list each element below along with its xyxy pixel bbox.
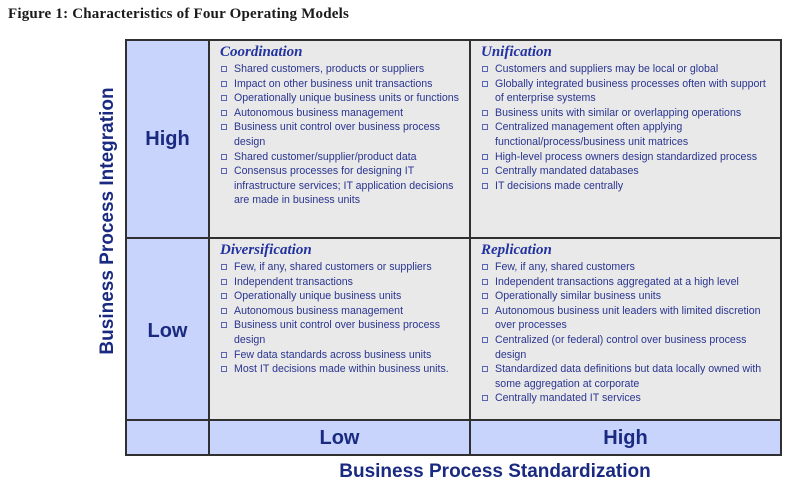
quadrant-title: Diversification — [220, 242, 312, 258]
characteristics-list: Few, if any, shared customers Independen… — [481, 260, 772, 406]
list-item: Autonomous business unit leaders with li… — [481, 304, 772, 333]
list-item: Centralized management often applying fu… — [481, 120, 772, 149]
list-item: Shared customer/supplier/product data — [220, 150, 461, 165]
grid-line-horizontal-middle — [127, 237, 780, 239]
list-item: Centralized (or federal) control over bu… — [481, 333, 772, 362]
grid-line-vertical-middle — [469, 41, 471, 454]
list-item: Operationally unique business units — [220, 289, 461, 304]
row-label-high: High — [145, 128, 190, 150]
y-axis-label: Business Process Integration — [97, 87, 118, 355]
list-item: Independent transactions — [220, 275, 461, 290]
list-item: Impact on other business unit transactio… — [220, 77, 461, 92]
list-item: High-level process owners design standar… — [481, 150, 772, 165]
operating-model-matrix: High Low Coordination Shared customers, … — [125, 39, 782, 456]
quadrant-unification: Unification Customers and suppliers may … — [471, 41, 780, 237]
col-label-high: High — [603, 427, 648, 449]
list-item: Independent transactions aggregated at a… — [481, 275, 772, 290]
quadrant-title: Unification — [481, 44, 552, 60]
list-item: Centrally mandated IT services — [481, 391, 772, 406]
list-item: Business unit control over business proc… — [220, 120, 461, 149]
x-axis-label: Business Process Standardization — [339, 461, 651, 482]
list-item: Shared customers, products or suppliers — [220, 62, 461, 77]
characteristics-list: Customers and suppliers may be local or … — [481, 62, 772, 193]
list-item: Few, if any, shared customers or supplie… — [220, 260, 461, 275]
list-item: Consensus processes for designing IT inf… — [220, 164, 461, 208]
row-label-low: Low — [147, 320, 188, 342]
list-item: Few, if any, shared customers — [481, 260, 772, 275]
list-item: Autonomous business management — [220, 106, 461, 121]
list-item: Most IT decisions made within business u… — [220, 362, 461, 377]
characteristics-list: Shared customers, products or suppliers … — [220, 62, 461, 208]
quadrant-title: Coordination — [220, 44, 303, 60]
characteristics-list: Few, if any, shared customers or supplie… — [220, 260, 461, 377]
list-item: Customers and suppliers may be local or … — [481, 62, 772, 77]
grid-line-horizontal-bottom — [127, 419, 780, 421]
list-item: Centrally mandated databases — [481, 164, 772, 179]
list-item: Business units with similar or overlappi… — [481, 106, 772, 121]
list-item: Few data standards across business units — [220, 348, 461, 363]
col-label-low: Low — [319, 427, 360, 449]
list-item: Operationally similar business units — [481, 289, 772, 304]
list-item: Operationally unique business units or f… — [220, 91, 461, 106]
list-item: IT decisions made centrally — [481, 179, 772, 194]
grid-line-vertical-left — [208, 41, 210, 454]
quadrant-coordination: Coordination Shared customers, products … — [210, 41, 469, 237]
quadrant-title: Replication — [481, 242, 552, 258]
list-item: Autonomous business management — [220, 304, 461, 319]
figure-title: Figure 1: Characteristics of Four Operat… — [8, 6, 350, 22]
quadrant-replication: Replication Few, if any, shared customer… — [471, 239, 780, 419]
list-item: Business unit control over business proc… — [220, 318, 461, 347]
list-item: Standardized data definitions but data l… — [481, 362, 772, 391]
list-item: Globally integrated business processes o… — [481, 77, 772, 106]
quadrant-diversification: Diversification Few, if any, shared cust… — [210, 239, 469, 419]
